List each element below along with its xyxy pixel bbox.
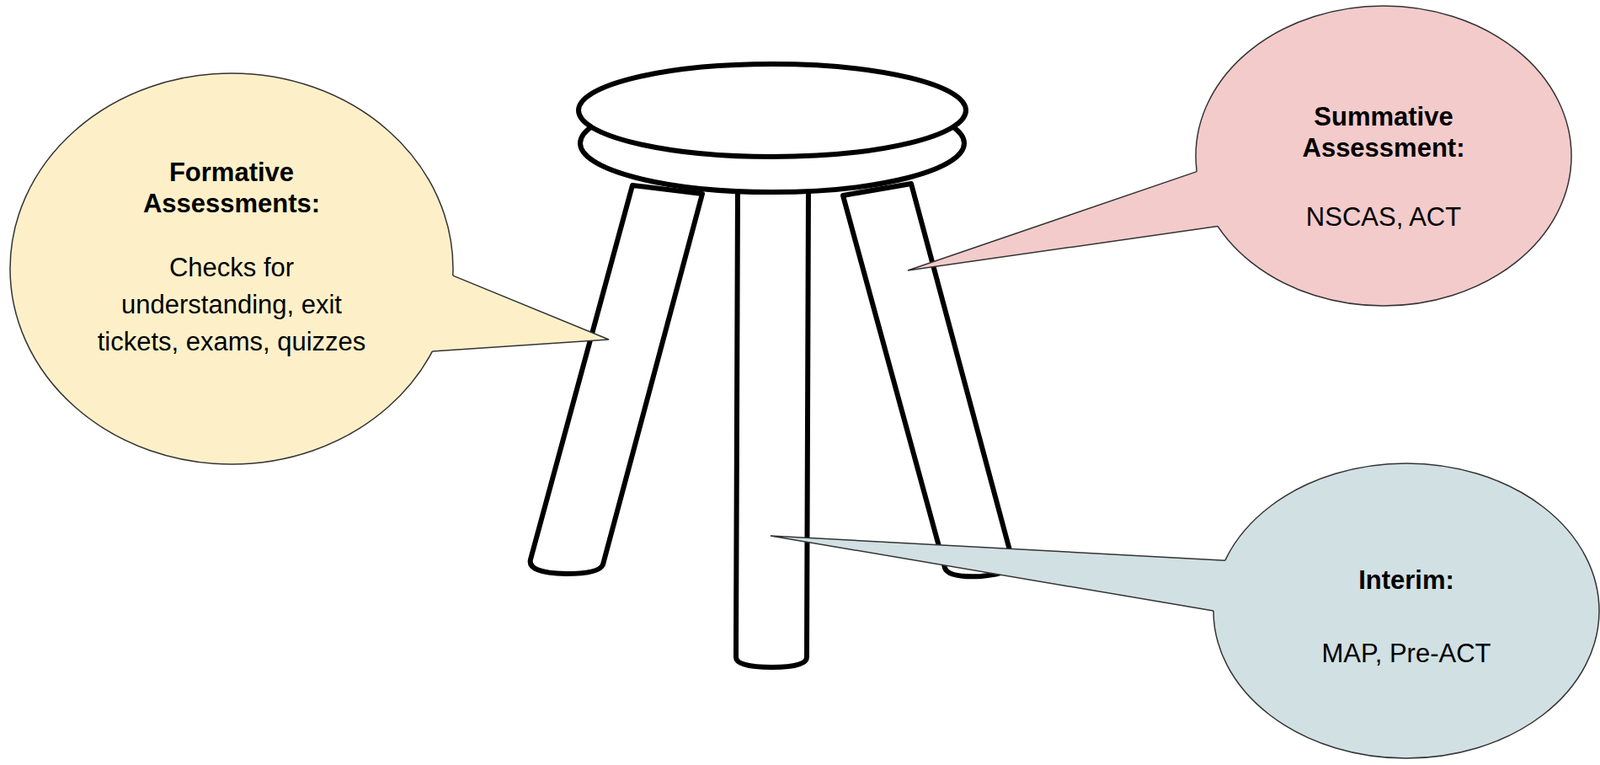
bubble-tail-fill [770,535,1237,611]
bubble-tail [432,275,609,352]
stool-leg [530,185,703,574]
callout-bubble: Interim: MAP, Pre-ACT [1212,462,1600,759]
bubble-tail [770,535,1226,611]
callout-heading: Interim: [1296,564,1516,596]
callout-bubble: Formative Assessments: Checks for underst… [9,72,454,465]
callout-content: Interim: MAP, Pre-ACT [1263,564,1550,672]
bubble-ellipse [1213,463,1600,758]
callout-body: NSCAS, ACT [1240,198,1527,236]
callout-content: Summative Assessment: NSCAS, ACT [1240,101,1527,236]
bubble-ellipse [10,73,454,464]
bubble-outline [1212,462,1600,759]
callout-body: Checks for understanding, exit tickets, … [88,249,375,361]
stool-leg [736,190,809,667]
callout-body: MAP, Pre-ACT [1263,634,1550,672]
stool-seat [578,64,966,157]
bubble-ellipse [1195,5,1572,306]
callout-heading: Summative Assessment: [1274,101,1494,164]
bubble-tail-fill [907,170,1228,271]
bubble-tail [907,171,1218,271]
bubble-tail-fill [420,275,609,352]
callout-bubble: Summative Assessment: NSCAS, ACT [1194,5,1573,307]
callout-content: Formative Assessments: Checks for underst… [88,156,375,361]
callout-heading: Formative Assessments: [122,156,342,219]
